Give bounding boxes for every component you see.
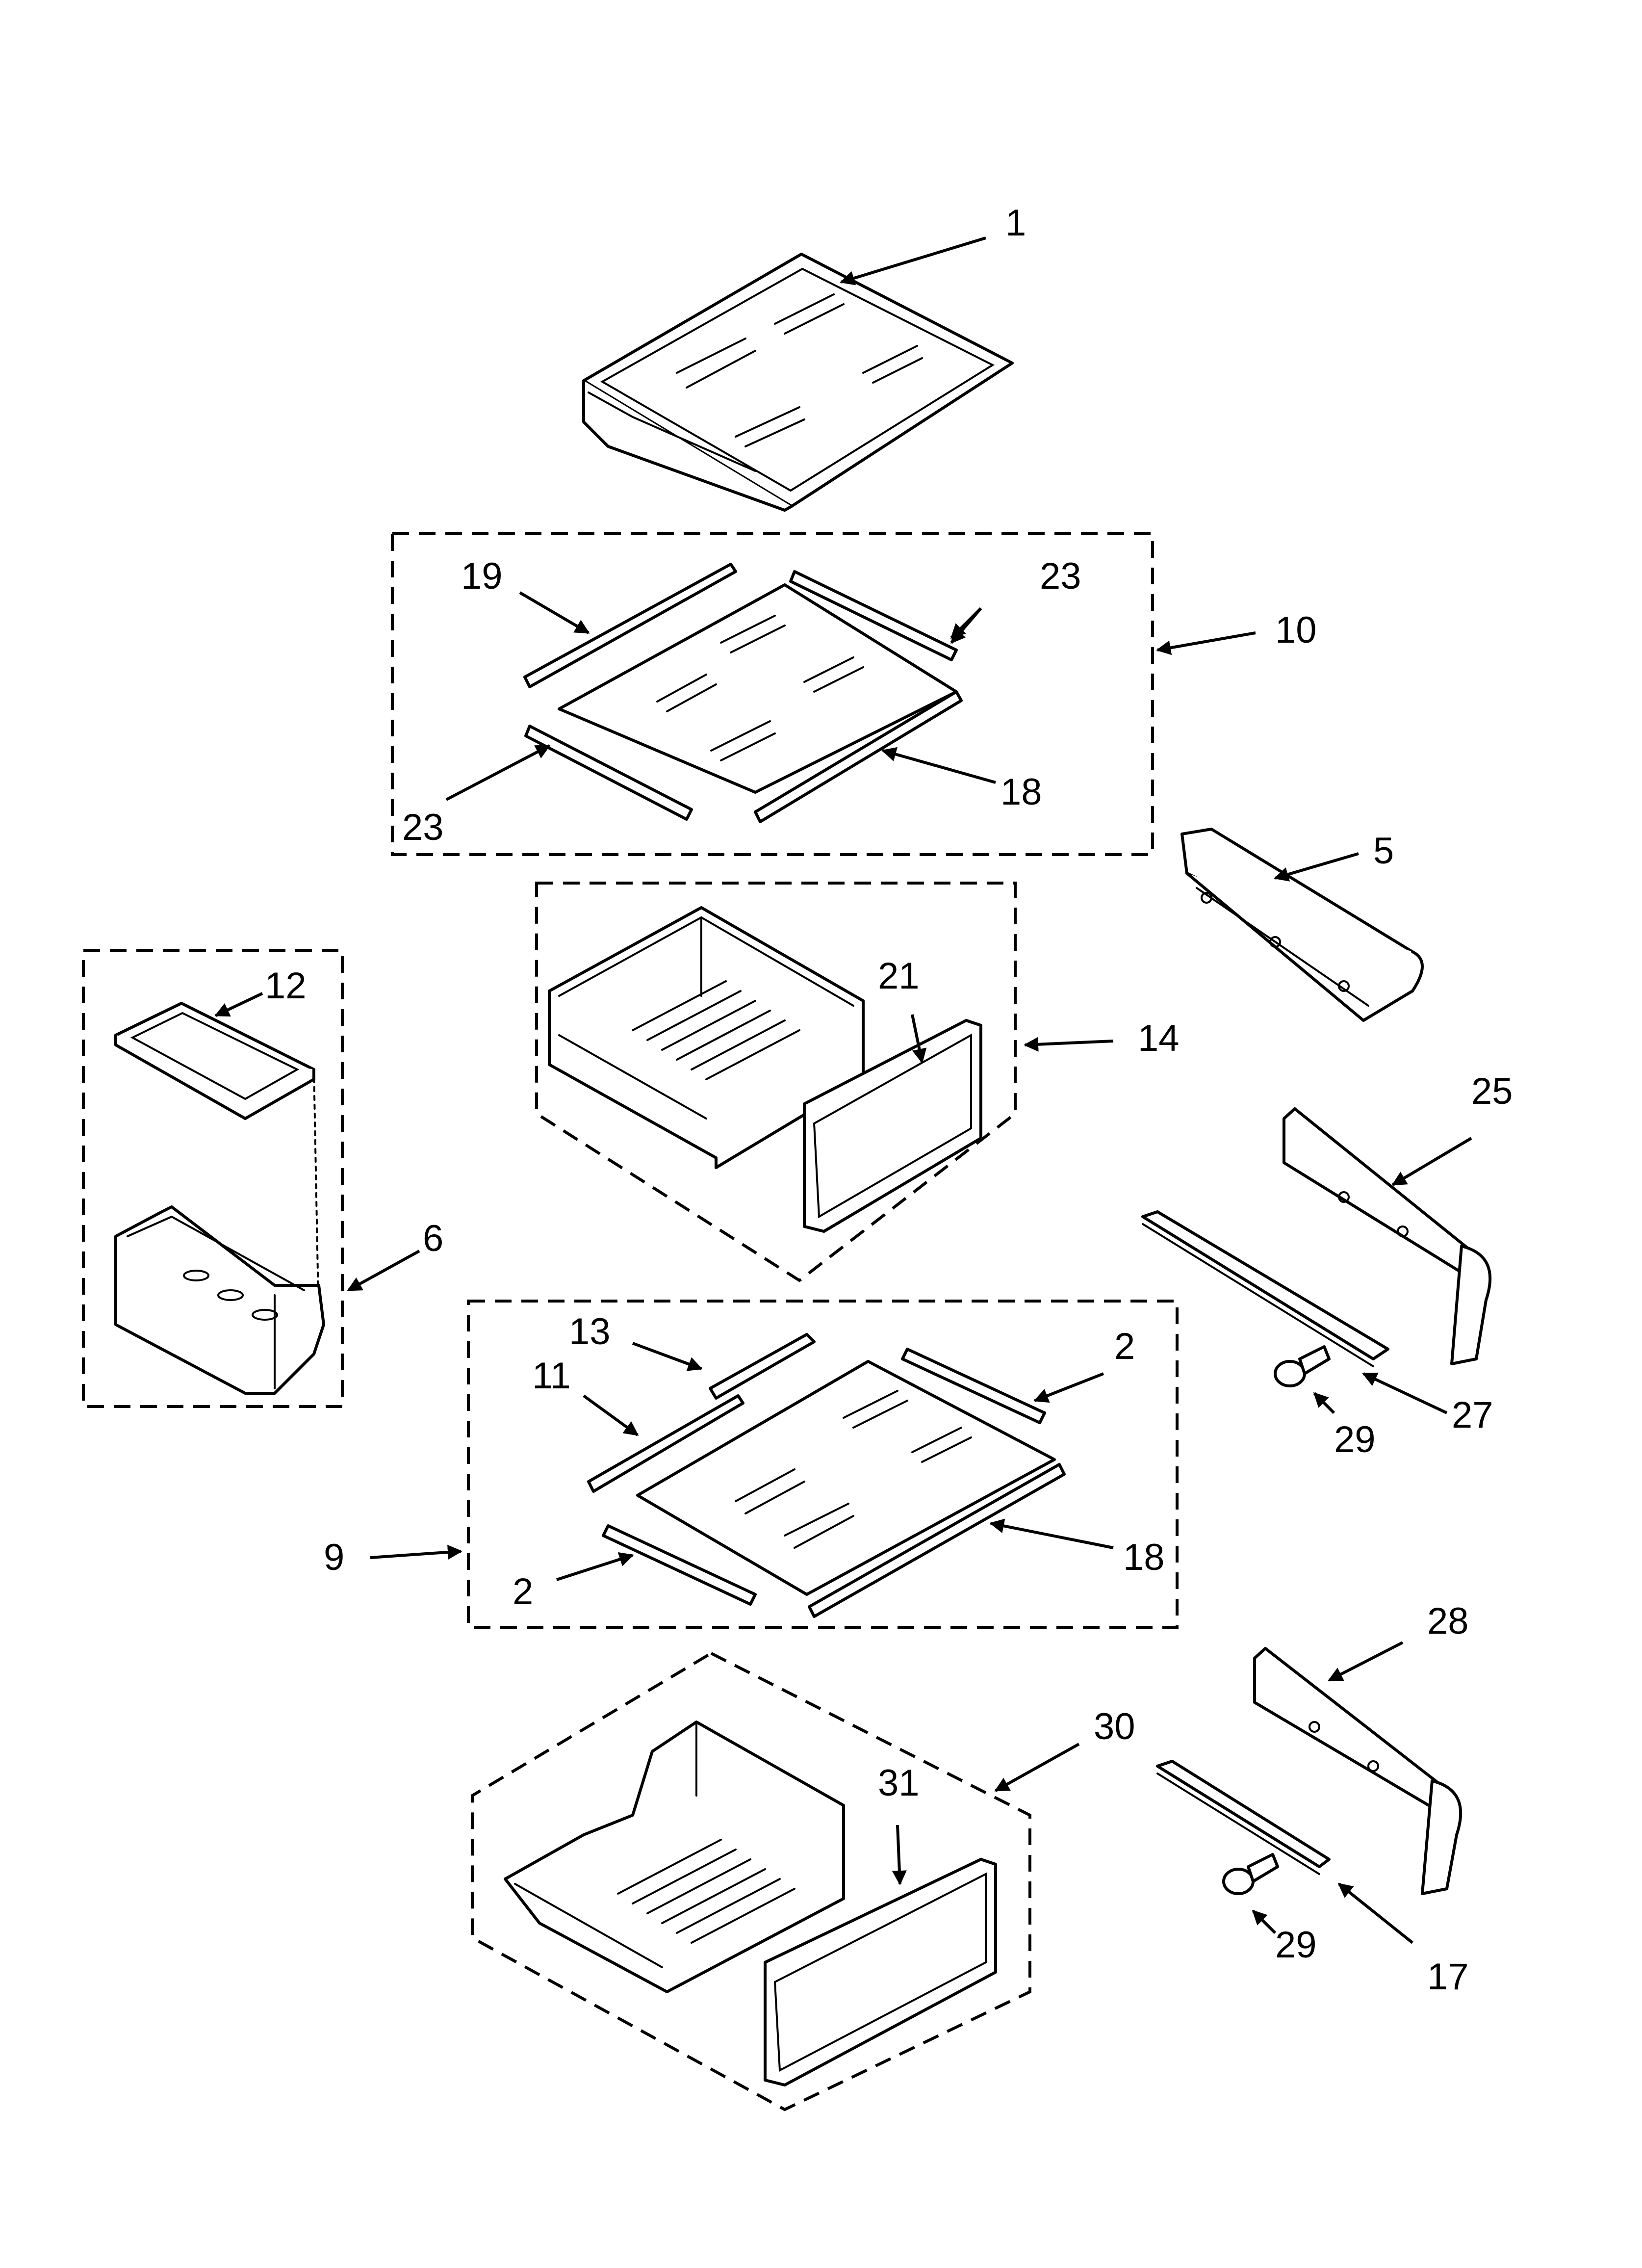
leader-25 [1391,1137,1472,1186]
part-28-drawer-frame [1253,1647,1462,1895]
part-1-glass-shelf [582,253,1014,512]
callout-29-bottom: 29 [1275,1924,1317,1966]
callout-2-top: 2 [1114,1326,1135,1367]
callout-23-top: 23 [1040,555,1081,597]
callout-13: 13 [569,1311,611,1353]
part-2-trim-strip-right [901,1348,1046,1424]
callout-14: 14 [1138,1017,1180,1059]
callout-11: 11 [532,1355,571,1397]
callout-21: 21 [878,955,920,997]
part-13-trim-strip [709,1333,816,1400]
leader-18a [881,747,996,784]
group-10-box [391,532,1154,856]
leader-29a [1313,1392,1335,1414]
leader-19 [519,591,590,634]
leader-13 [632,1342,703,1371]
callout-30: 30 [1094,1706,1135,1747]
part-19-trim-strip [523,563,737,688]
group-9-box [467,1300,1179,1629]
leader-5 [1274,852,1359,882]
leader-12 [214,992,263,1017]
leader-17 [1337,1882,1413,1944]
part-23-trim-strip-right [789,570,958,661]
part-6-container [114,1205,325,1395]
leader-6 [347,1250,420,1292]
group-14-box [535,882,1017,1282]
part-18-trim-strip [754,690,963,823]
leader-10 [1156,631,1256,655]
callout-5: 5 [1373,830,1394,872]
leader-11 [583,1394,639,1436]
callout-6: 6 [423,1218,443,1259]
leader-28 [1328,1641,1404,1682]
callout-1: 1 [1005,202,1026,244]
leader-1 [840,236,986,286]
leader-31 [892,1825,907,1885]
leader-29b [1252,1909,1277,1934]
leader-30 [994,1743,1080,1792]
part-18-trim-strip-lower [808,1463,1066,1618]
part-9-glass-panel [636,1360,1056,1596]
part-2-trim-strip-left [602,1524,757,1606]
callout-27: 27 [1452,1394,1493,1436]
part-27-slide-rail [1141,1210,1389,1367]
part-25-drawer-frame [1283,1107,1492,1365]
callout-18-bottom: 18 [1123,1537,1165,1578]
leader-27 [1362,1372,1448,1414]
part-14-crisper-bin [548,906,865,1169]
callout-31: 31 [878,1762,920,1804]
part-10-glass-panel [558,583,958,794]
callout-19: 19 [461,555,503,597]
leader-2b [556,1552,634,1581]
part-29-screw-top [1274,1345,1331,1387]
part-31-drawer-front [764,1858,997,2086]
part-5-cover [1180,828,1424,1022]
part-23-trim-strip-left [524,725,693,821]
callout-25: 25 [1471,1070,1513,1112]
part-17-slide-rail [1156,1760,1331,1875]
part-12-lid [114,1002,315,1120]
leader-9 [370,1544,462,1560]
part-11-trim-strip [587,1394,744,1493]
group-6-box [82,949,344,1408]
part-30-freezer-bin [504,1721,845,1993]
leader-14 [1024,1037,1114,1052]
leader-23b [445,744,551,801]
callout-9: 9 [324,1537,344,1578]
callout-23-bottom: 23 [402,807,444,848]
part-29-screw-bottom [1222,1853,1279,1895]
group-30-box [471,1651,1031,2112]
leader-21 [911,1014,927,1064]
callout-18-top: 18 [1001,771,1042,813]
callout-29-top: 29 [1334,1419,1376,1460]
part-21-drawer-front [803,1019,982,1233]
leader-23a-2 [950,607,982,644]
leader-18b [989,1518,1114,1549]
callout-2-bottom: 2 [513,1571,533,1613]
callout-12: 12 [265,965,307,1007]
callout-10: 10 [1275,609,1317,651]
leader-2a [1033,1372,1104,1403]
callout-17: 17 [1427,1956,1469,1998]
callout-28: 28 [1427,1600,1469,1642]
